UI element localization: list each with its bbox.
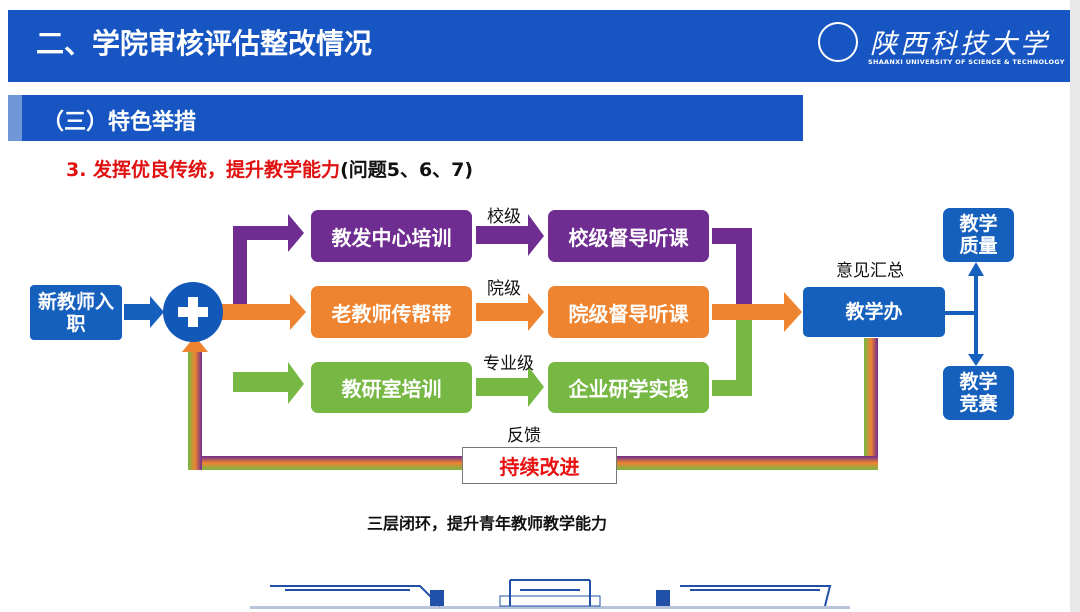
- continuous-improvement-box: 持续改进: [462, 447, 617, 484]
- row2-first-box: 老教师传帮带: [311, 286, 472, 338]
- row3-first-box: 教研室培训: [311, 362, 472, 413]
- campus-gate-illustration: [250, 579, 850, 609]
- point-text: 3. 发挥优良传统，提升教学能力: [66, 159, 341, 181]
- university-logo-text: 陕西科技大学: [870, 29, 1050, 60]
- connector-green-right: [712, 320, 752, 396]
- section-bar: [8, 95, 803, 141]
- summary-label: 意见汇总: [836, 261, 904, 281]
- feedback-line-vertical-right: [864, 338, 878, 466]
- teaching-quality-box: 教学质量: [943, 208, 1014, 262]
- arrow-purple-branch: [233, 214, 304, 312]
- feedback-line-vertical-left: [188, 350, 202, 470]
- page-title: 二、学院审核评估整改情况: [36, 27, 373, 60]
- teaching-office-box: 教学办: [803, 287, 945, 337]
- arrow-to-competition: [968, 354, 984, 366]
- arrow-start-to-plus: [124, 296, 164, 328]
- office-split-line: [945, 311, 975, 315]
- arrow-purple-mid: [476, 214, 544, 256]
- row1-level-label: 校级: [487, 207, 521, 227]
- section-bar-accent: [8, 95, 22, 141]
- row2-level-label: 院级: [487, 279, 521, 299]
- university-seal-logo: [818, 22, 858, 62]
- section-title: （三）特色举措: [42, 110, 197, 135]
- row1-second-box: 校级督导听课: [548, 210, 709, 262]
- feedback-label: 反馈: [507, 426, 541, 446]
- university-logo-english: SHAANXI UNIVERSITY OF SCIENCE & TECHNOLO…: [868, 58, 1065, 66]
- arrow-orange-branch: [220, 294, 306, 330]
- arrow-green-branch: [233, 312, 304, 404]
- connector-purple-right: [712, 228, 752, 304]
- arrow-orange-mid: [476, 293, 544, 331]
- point-heading: 3. 发挥优良传统，提升教学能力(问题5、6、7): [66, 155, 473, 182]
- diagram-caption: 三层闭环，提升青年教师教学能力: [367, 514, 608, 533]
- arrow-to-quality: [968, 262, 984, 276]
- window-border: [1070, 0, 1080, 612]
- row2-second-box: 院级督导听课: [548, 286, 709, 338]
- teaching-competition-box: 教学竞赛: [943, 366, 1014, 420]
- arrow-to-office: [712, 292, 802, 332]
- row3-level-label: 专业级: [483, 354, 534, 374]
- new-teacher-box: 新教师入职: [30, 285, 122, 340]
- arrow-green-mid: [476, 366, 544, 407]
- feedback-arrow-head: [182, 336, 208, 352]
- header-bar: [8, 10, 1070, 82]
- row3-second-box: 企业研学实践: [548, 362, 709, 413]
- row1-first-box: 教发中心培训: [311, 210, 472, 262]
- point-note: (问题5、6、7): [340, 159, 474, 181]
